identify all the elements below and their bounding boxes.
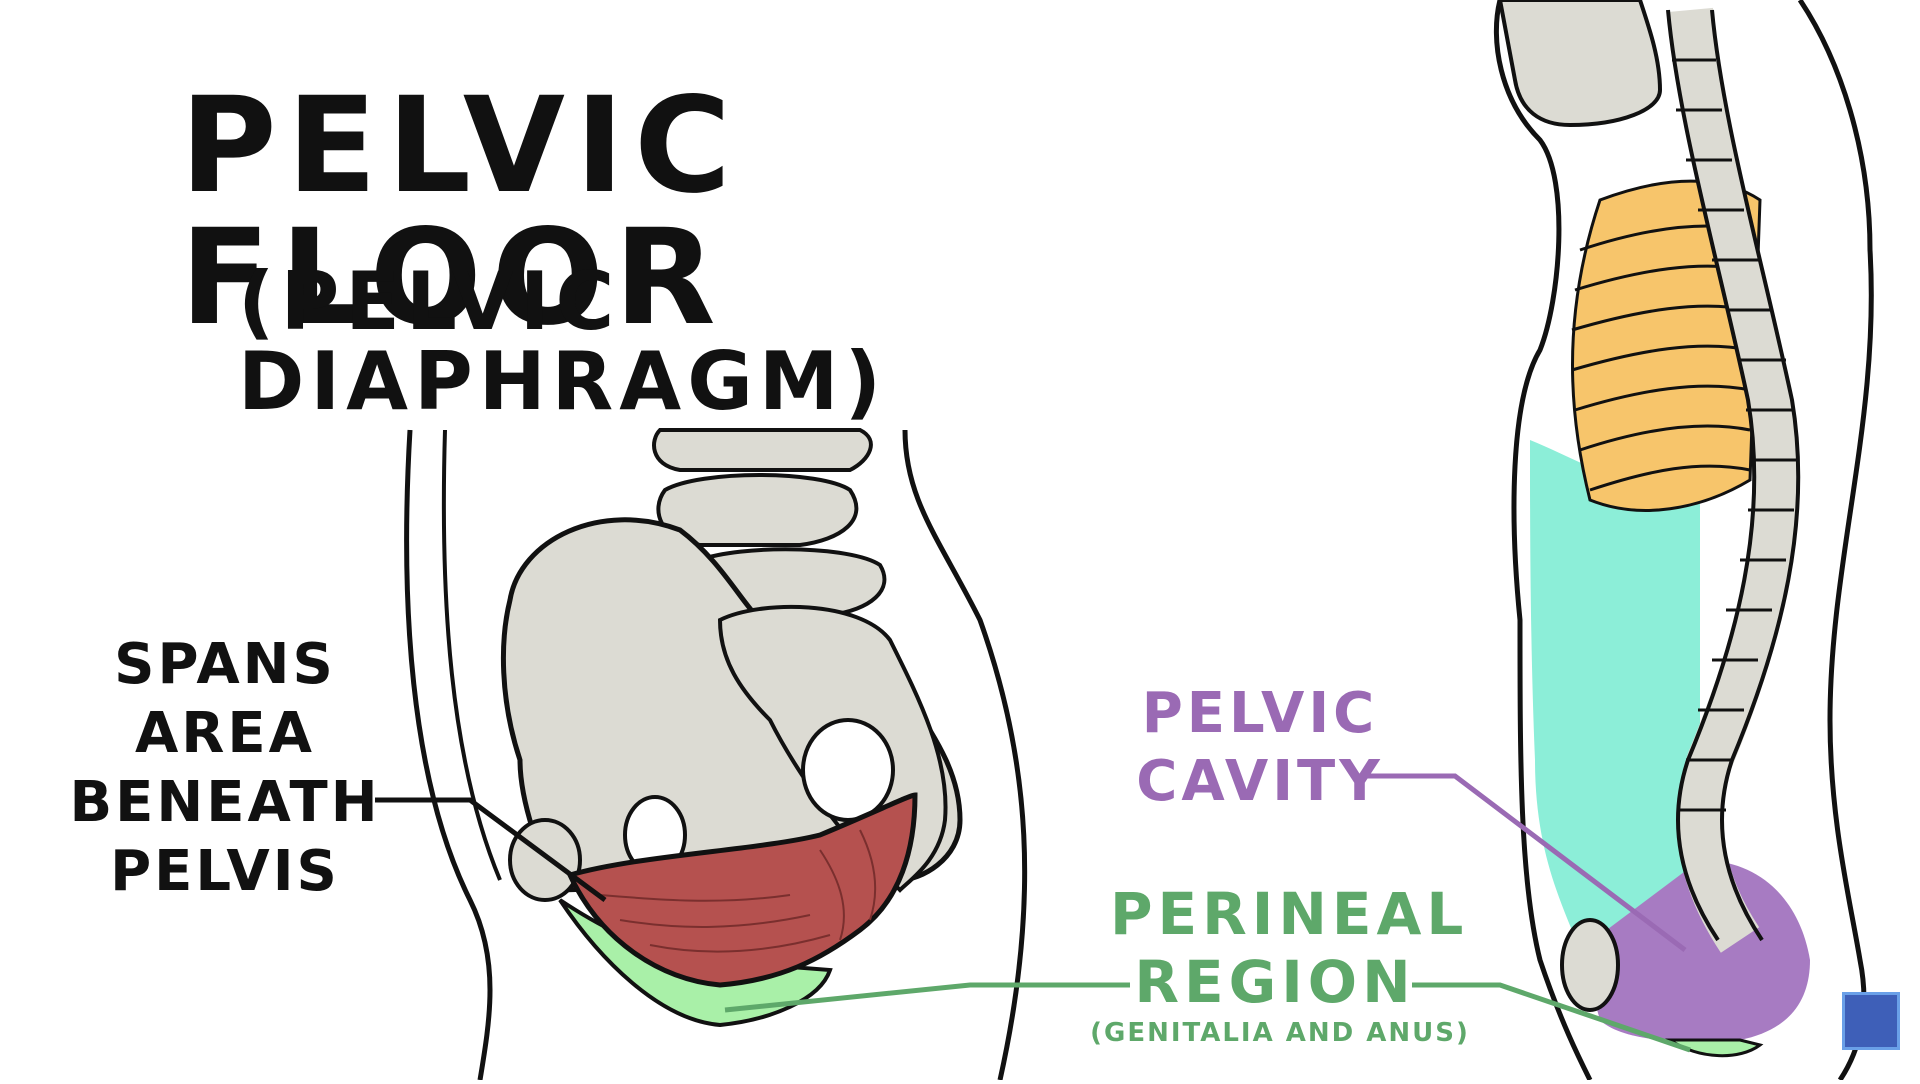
cavity-label-line-1: PELVIC [1120,680,1400,748]
spans-label-line-2: AREA [60,699,390,768]
pelvic-cavity-label: PELVIC CAVITY [1120,680,1400,816]
spans-area-label: SPANS AREA BENEATH PELVIS [60,630,390,906]
pelvis-illustration [375,430,1130,1080]
body-outline-left [407,430,490,1080]
pubic-bone [1562,920,1618,1010]
perineal-region-label: PERINEAL REGION [1110,880,1440,1016]
page-subtitle: (PELVIC DIAPHRAGM) [238,262,1238,422]
body-outline-inner [444,430,500,880]
spans-label-line-1: SPANS [60,630,390,699]
abdominal-cavity [1530,440,1700,950]
perineal-region-note: (GENITALIA AND ANUS) [1090,1018,1470,1048]
skull [1500,0,1660,125]
femoral-head [510,820,580,900]
spans-label-line-3: BENEATH [60,768,390,837]
logo-icon [1842,992,1900,1050]
perineal-label-line-2: REGION [1110,948,1440,1016]
spans-label-line-4: PELVIS [60,837,390,906]
cavity-label-line-2: CAVITY [1120,748,1400,816]
perineal-label-line-1: PERINEAL [1110,880,1440,948]
torso-outline-back [1800,0,1871,1080]
obturator-foramen-right [803,720,893,820]
